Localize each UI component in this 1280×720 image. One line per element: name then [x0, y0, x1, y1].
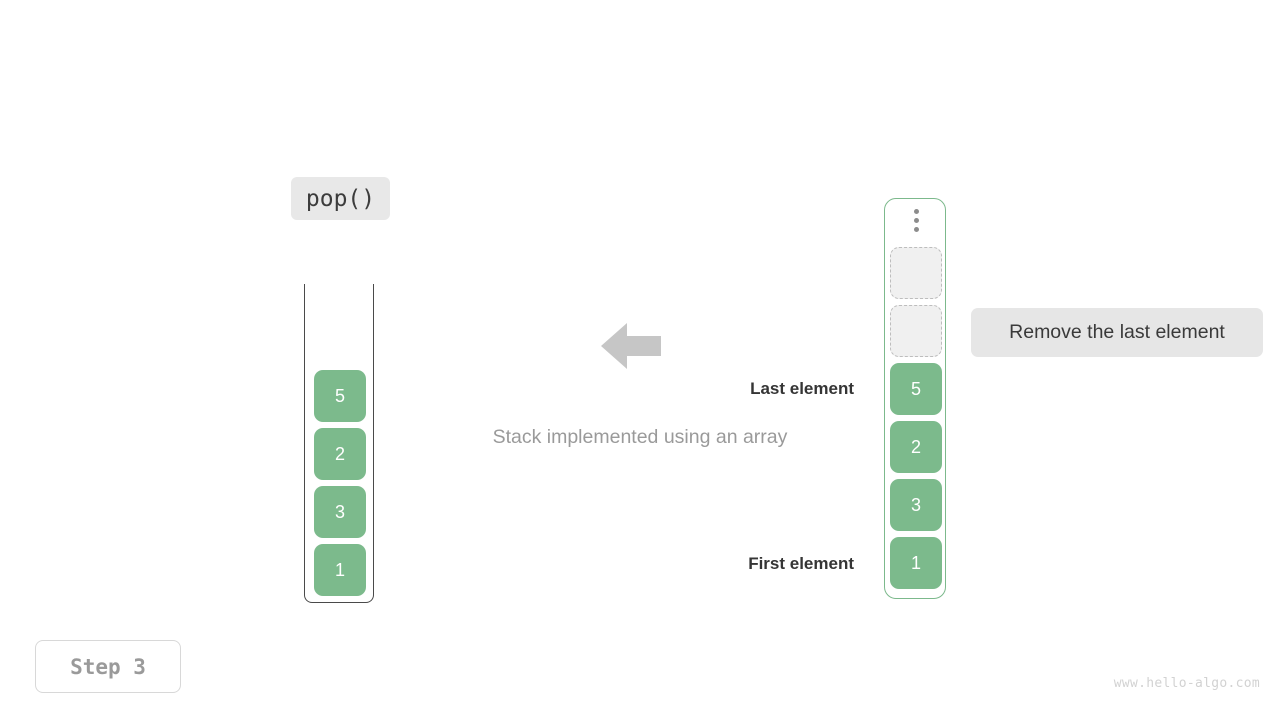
- stack-cell-empty: [890, 247, 942, 299]
- arrow-left-icon: [601, 320, 661, 372]
- last-element-label: Last element: [750, 379, 854, 398]
- ellipsis-dot: [913, 218, 919, 223]
- stack-cell: 3: [314, 486, 366, 538]
- stack-cell: 5: [314, 370, 366, 422]
- operation-label: pop(): [291, 177, 390, 220]
- watermark: www.hello-algo.com: [1113, 676, 1260, 691]
- array-stack-before-cells: 5 2 3 1: [305, 370, 375, 596]
- stack-cell: 2: [890, 421, 942, 473]
- array-stack-after-cells: 5 2 3 1: [885, 247, 947, 589]
- stack-cell: 2: [314, 428, 366, 480]
- stack-cell: 3: [890, 479, 942, 531]
- step-badge: Step 3: [35, 640, 181, 693]
- first-element-label: First element: [748, 554, 854, 573]
- array-stack-before: 5 2 3 1: [304, 284, 374, 603]
- stack-cell: 5: [890, 363, 942, 415]
- annotation-bubble: Remove the last element: [971, 308, 1263, 357]
- vertical-ellipsis-icon: [885, 209, 947, 232]
- ellipsis-dot: [913, 209, 919, 214]
- stack-cell: 1: [890, 537, 942, 589]
- array-stack-after: 5 2 3 1: [884, 198, 946, 599]
- stack-cell: 1: [314, 544, 366, 596]
- diagram-caption: Stack implemented using an array: [492, 426, 788, 448]
- ellipsis-dot: [913, 227, 919, 232]
- stack-cell-empty: [890, 305, 942, 357]
